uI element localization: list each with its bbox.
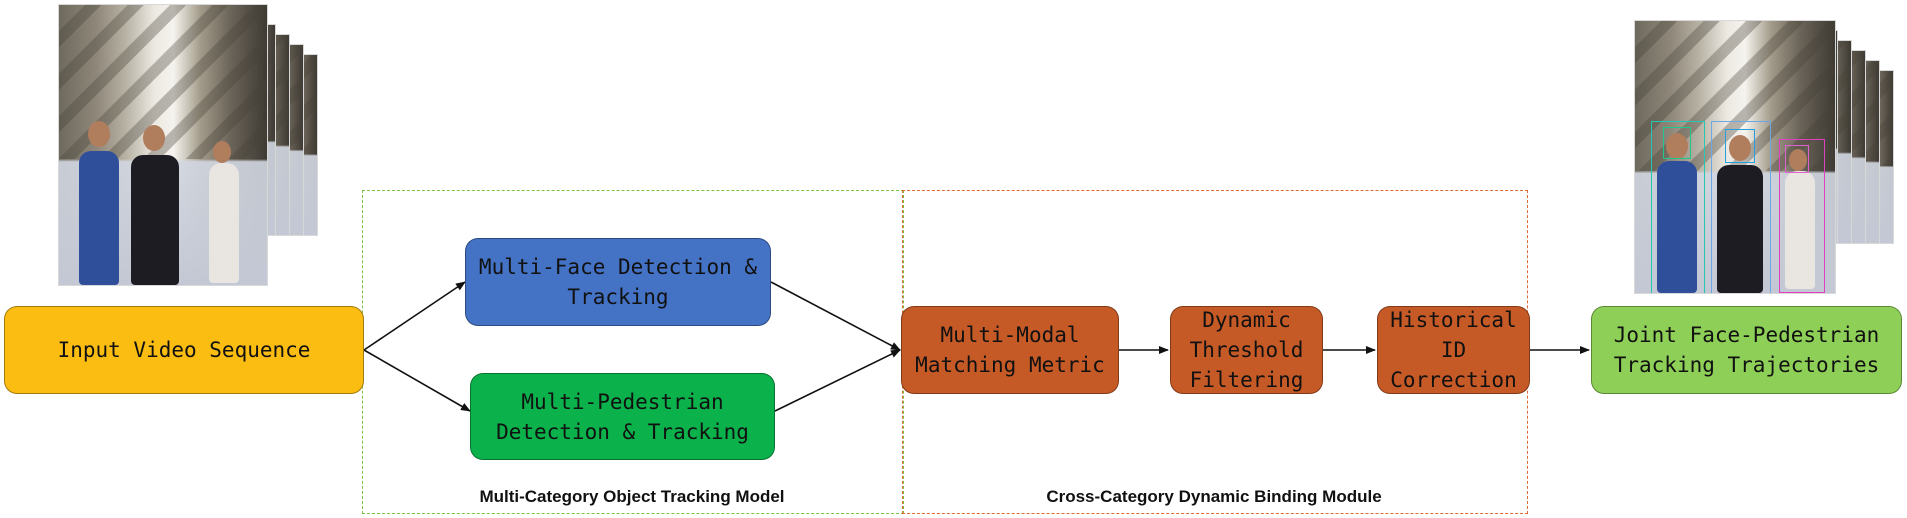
pedestrian-bbox xyxy=(1779,139,1825,293)
pedestrian-bbox xyxy=(1651,121,1705,293)
multi-pedestrian-detection-tracking-node: Multi-Pedestrian Detection & Tracking xyxy=(470,373,775,460)
arrow-input-to-ped xyxy=(363,349,471,412)
historical-id-correction-node: Historical ID Correction xyxy=(1377,306,1530,394)
face-bbox xyxy=(1785,145,1809,173)
video-frame-front xyxy=(58,4,268,286)
multi-modal-matching-metric-node: Multi-Modal Matching Metric xyxy=(901,306,1119,394)
arrow-input-to-face xyxy=(363,281,466,351)
pedestrian-bbox xyxy=(1711,121,1771,293)
input-frame-stack xyxy=(58,4,328,288)
multi-face-detection-tracking-node: Multi-Face Detection & Tracking xyxy=(465,238,771,326)
output-frame-stack xyxy=(1634,20,1906,296)
input-video-sequence-node: Input Video Sequence xyxy=(4,306,364,394)
video-frame-front xyxy=(1634,20,1836,294)
dynamic-threshold-filtering-node: Dynamic Threshold Filtering xyxy=(1170,306,1323,394)
arrow-ped-to-metric xyxy=(774,349,901,412)
tracking-model-label: Multi-Category Object Tracking Model xyxy=(479,487,785,506)
face-bbox xyxy=(1725,129,1755,163)
arrow-face-to-metric xyxy=(770,281,901,351)
joint-face-pedestrian-trajectories-node: Joint Face-Pedestrian Tracking Trajector… xyxy=(1591,306,1902,394)
face-bbox xyxy=(1663,127,1691,159)
binding-module-label: Cross-Category Dynamic Binding Module xyxy=(1046,487,1382,506)
